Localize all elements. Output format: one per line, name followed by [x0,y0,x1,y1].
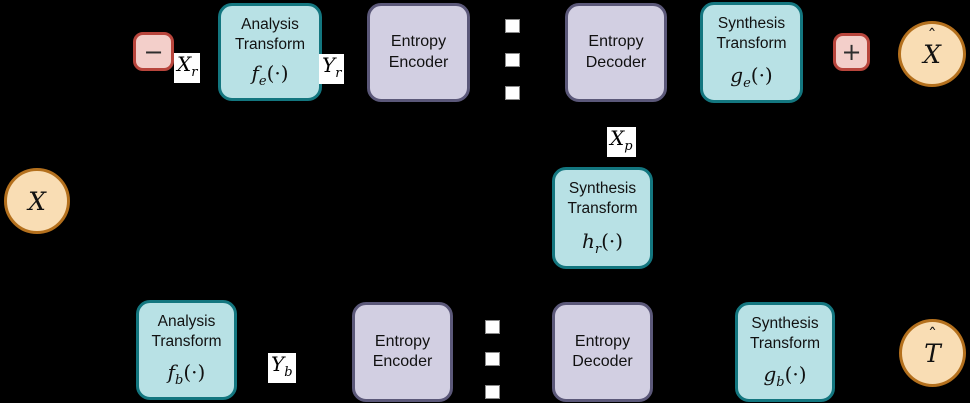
minus-operator: − [133,32,174,71]
box-title-line1: Synthesis [751,315,819,332]
hat-accent: ˆ [927,25,937,47]
formula-var: h [581,229,595,253]
formula-sub: r [594,242,602,257]
analysis-transform-bottom-box: Analysis Transform fb(·) [136,300,237,400]
box-title-line1: Entropy [390,33,447,51]
plus-sign: + [841,38,862,66]
box-title-line2: Transform [234,35,306,53]
formula-args: (·) [266,61,289,85]
box-title: Entropy Decoder [572,332,632,373]
box-title: Synthesis Transform [750,305,820,354]
hat-accent: ˆ [928,324,937,346]
box-title-line2: Decoder [572,353,633,370]
box-title-line1: Synthesis [717,15,786,32]
label-xr-sub: r [191,65,198,80]
box-formula: fb(·) [139,360,234,388]
analysis-transform-top-box: Analysis Transform fe(·) [218,3,322,101]
formula-args: (·) [601,229,624,253]
box-title-line1: Analysis [157,313,216,330]
formula-var: f [251,61,259,85]
bitstream-square [505,86,520,100]
box-title: Analysis Transform [151,303,221,352]
label-xp-base: X [610,126,625,150]
label-yb: Yb [268,353,296,383]
formula-sub: e [258,74,267,89]
box-title-line1: Analysis [241,16,299,33]
box-title: Entropy Decoder [586,32,646,73]
box-title: Synthesis Transform [716,5,786,54]
node-x-input: X [4,168,70,234]
box-title: Synthesis Transform [567,170,637,219]
box-title-line2: Transform [716,34,787,52]
box-formula: ge(·) [703,63,800,91]
entropy-encoder-top-box: Entropy Encoder [367,3,470,102]
bitstream-square [505,19,520,33]
synthesis-transform-bottom-box: Synthesis Transform gb(·) [735,302,835,402]
box-title-line2: Transform [749,334,821,352]
node-letter: X [28,186,46,216]
box-title: Entropy Encoder [389,32,449,73]
synthesis-transform-mid-box: Synthesis Transform hr(·) [552,167,653,269]
formula-args: (·) [784,362,807,386]
node-x-input-label: X [28,187,46,216]
formula-var: f [167,360,176,384]
formula-args: (·) [750,63,773,87]
entropy-decoder-top-box: Entropy Decoder [565,3,667,102]
bitstream-square [485,385,500,399]
label-yr: Yr [319,53,345,84]
box-formula: gb(·) [738,362,832,390]
bitstream-square [485,352,500,366]
box-title-line1: Entropy [588,33,644,51]
formula-args: (·) [183,360,206,384]
label-xr-base: X [177,52,192,76]
label-xp: Xp [607,127,636,157]
label-yr-sub: r [335,66,342,81]
box-title-line2: Encoder [372,353,433,370]
box-title-line1: Entropy [574,332,631,350]
box-title-line2: Decoder [585,53,647,71]
formula-sub: b [175,373,184,388]
label-xr: Xr [174,52,201,83]
minus-sign: − [143,37,164,66]
synthesis-transform-top-box: Synthesis Transform ge(·) [700,2,803,103]
box-title-line1: Synthesis [568,180,637,197]
formula-sub: b [776,375,785,390]
box-title-line2: Transform [567,199,638,217]
label-xp-sub: p [624,139,633,154]
label-yr-base: Y [322,53,336,77]
node-letter: T [924,338,941,368]
entropy-decoder-bottom-box: Entropy Decoder [552,302,653,402]
label-yb-sub: b [284,365,293,380]
formula-var: g [730,63,744,87]
entropy-encoder-bottom-box: Entropy Encoder [352,302,453,402]
plus-operator: + [833,33,870,71]
box-title: Analysis Transform [235,6,305,55]
box-formula: fe(·) [221,61,319,89]
box-formula: hr(·) [555,229,650,257]
bitstream-square [505,53,520,67]
bitstream-square [485,320,500,334]
box-title-line2: Encoder [388,53,449,71]
formula-var: g [763,362,777,386]
box-title-line2: Transform [151,332,222,350]
node-letter: X [923,39,941,69]
box-title-line1: Entropy [374,332,431,350]
label-yb-base: Y [271,352,285,376]
box-title: Entropy Encoder [373,332,433,373]
formula-sub: e [743,76,751,91]
